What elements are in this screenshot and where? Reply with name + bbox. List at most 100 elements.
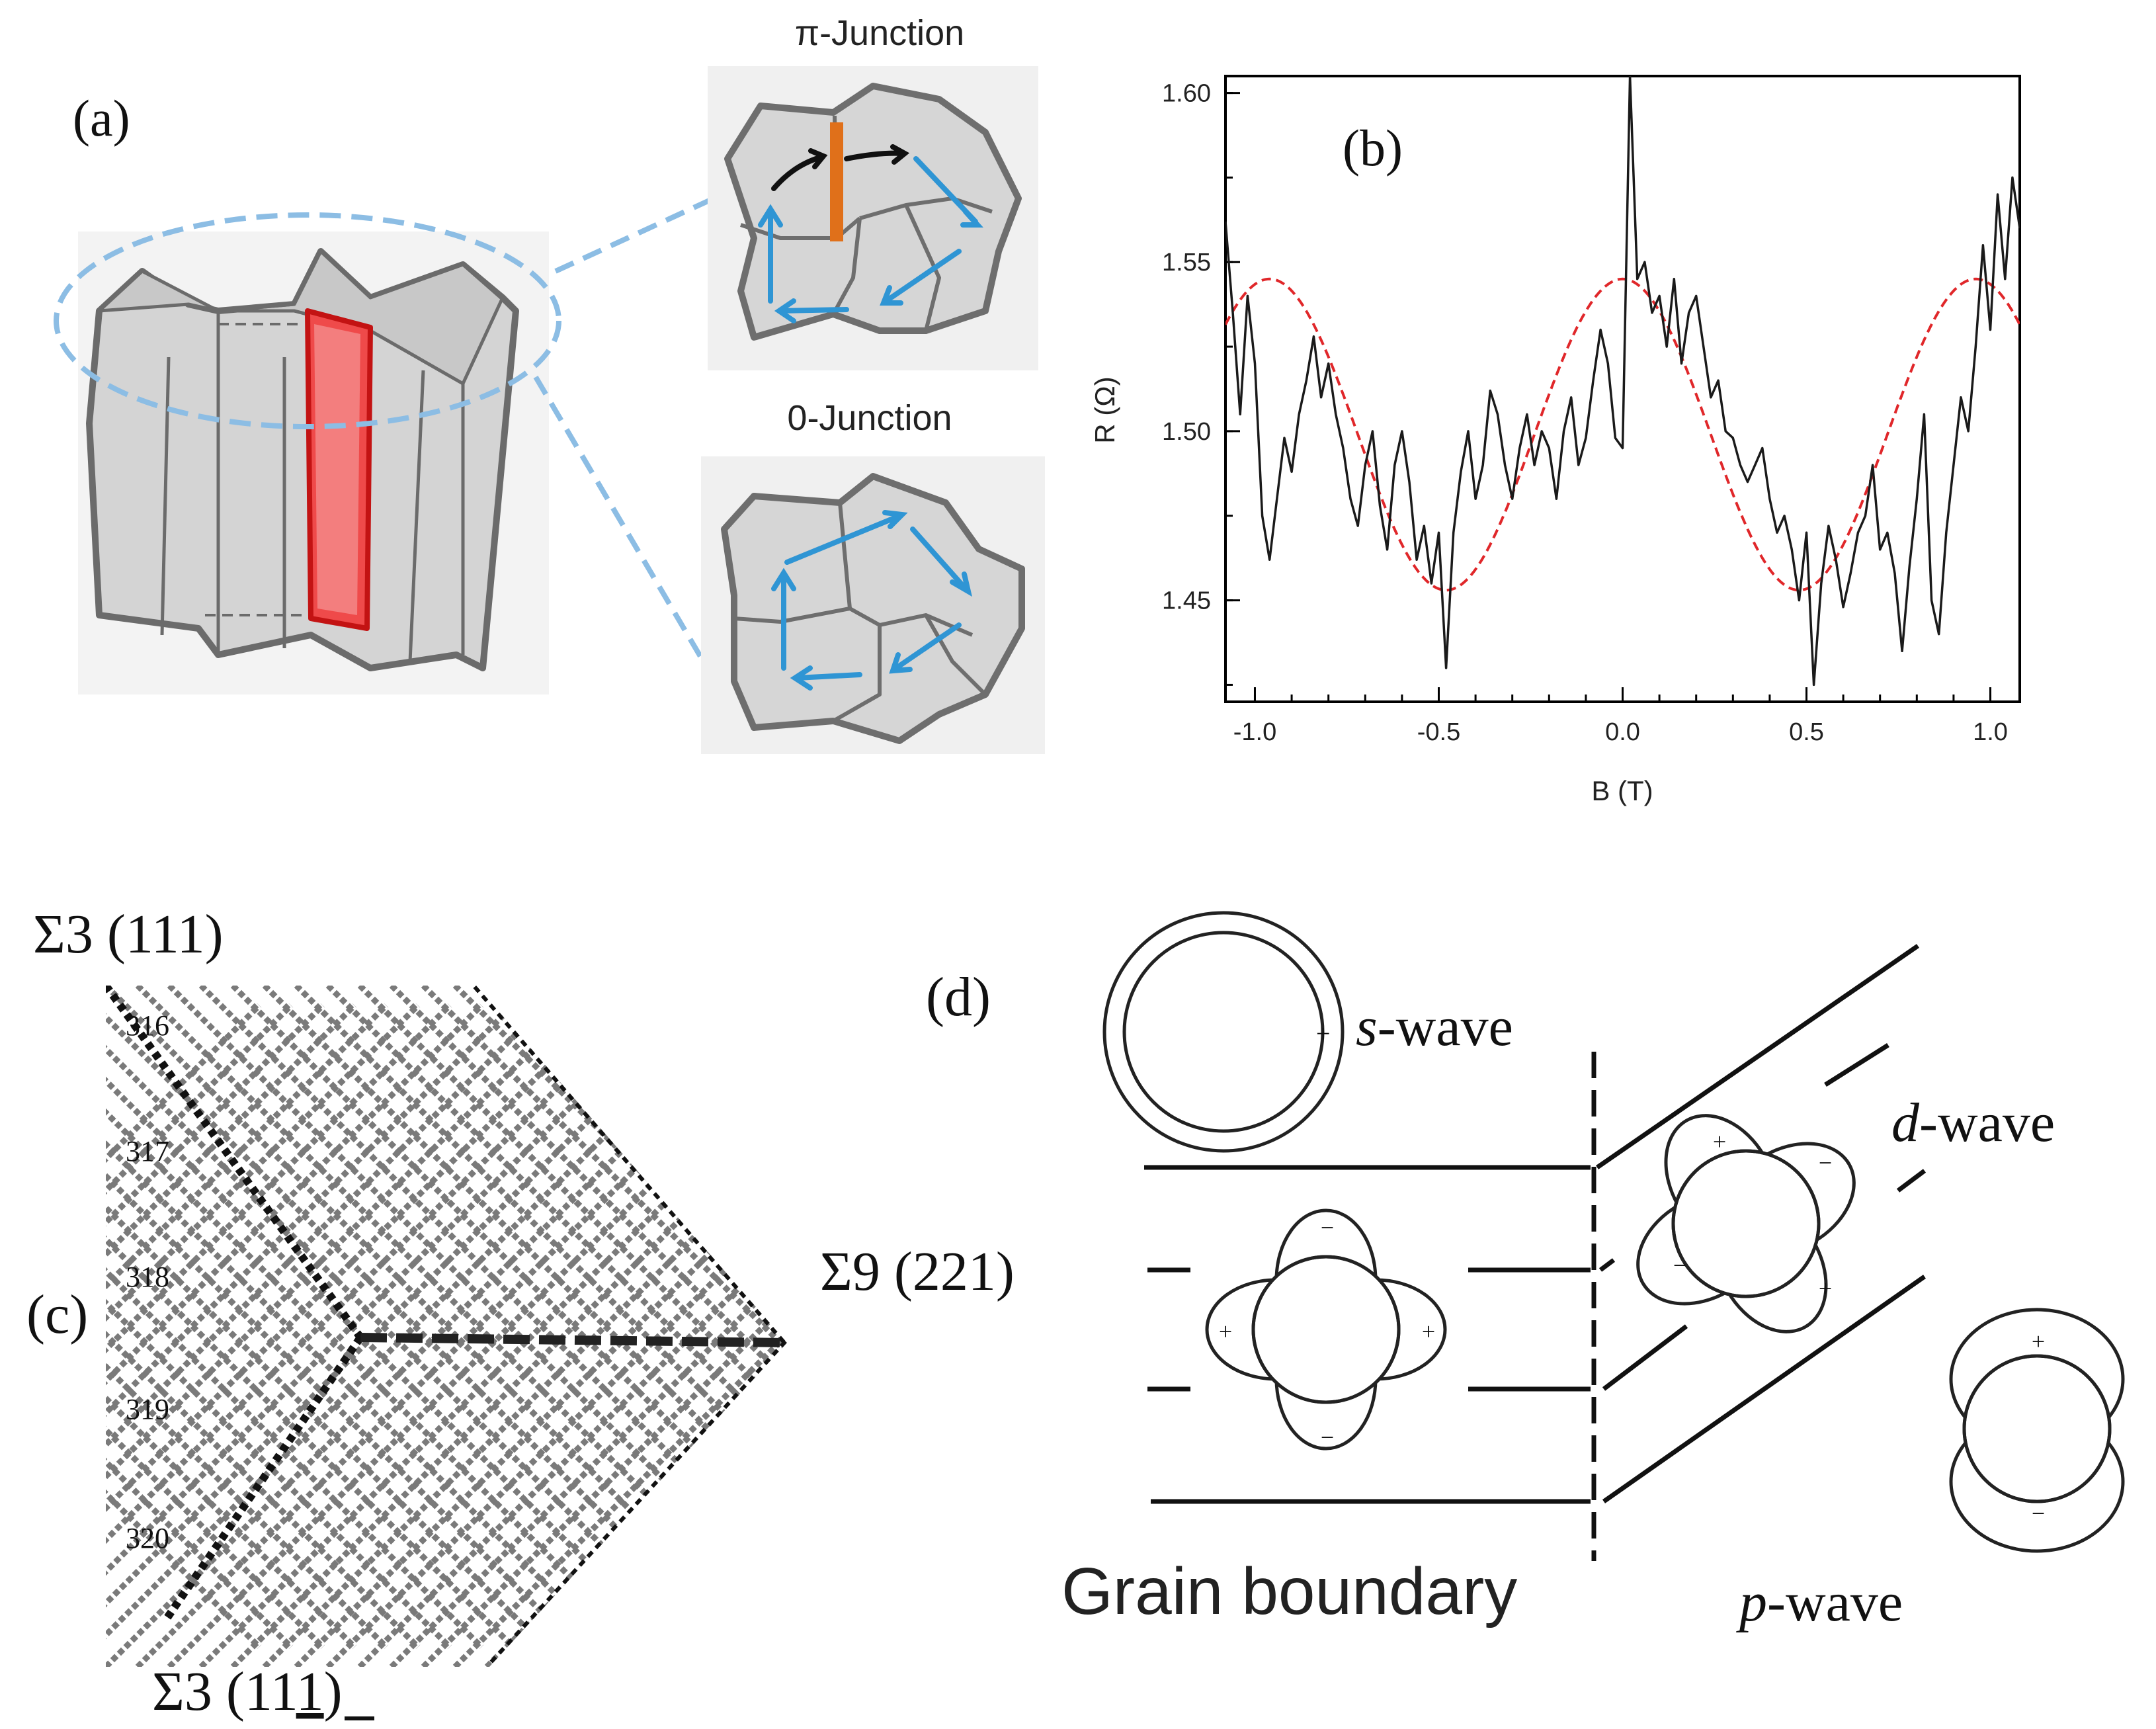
lattice-line-descending (421, 986, 787, 1650)
lattice-line-descending (106, 986, 516, 1650)
lattice-line-descending (325, 986, 787, 1650)
lattice-line-ascending (106, 1003, 548, 1667)
lattice-line-descending (579, 986, 787, 1650)
lattice-line-ascending (106, 1003, 675, 1667)
grain-boundary-geometry (1144, 944, 1927, 1561)
leader-line-top (554, 192, 722, 274)
row-number-317: 317 (126, 1135, 169, 1167)
d-wave-order-parameter-right (1636, 1114, 1856, 1333)
pi-junction-grains (724, 83, 1022, 341)
y-tick-label-1.60: 1.60 (1162, 80, 1211, 108)
row-number-320: 320 (126, 1522, 169, 1554)
lattice-line-descending (484, 986, 787, 1650)
zero-junction-title: 0-Junction (787, 398, 952, 438)
row-number-319: 319 (126, 1393, 169, 1425)
lattice-line-descending (106, 986, 611, 1650)
d-wave-right-plus-bottom: + (1819, 1275, 1832, 1302)
lattice-line-ascending (357, 1003, 787, 1667)
lattice-line-descending (516, 986, 787, 1650)
lattice-line-ascending (106, 1003, 294, 1667)
lattice-line-descending (106, 986, 643, 1650)
y-tick-label-1.50: 1.50 (1162, 418, 1211, 446)
series-fit-curve (1225, 277, 2020, 592)
s-wave-plus: + (1316, 1020, 1330, 1048)
sigma9-boundary-line (360, 1333, 788, 1347)
sigma3-111-top-label: Σ3 (111) (33, 904, 224, 965)
lattice-line-descending (611, 986, 787, 1650)
twin-boundary-upper (106, 986, 364, 1340)
lattice-line-descending (106, 986, 325, 1650)
lattice-line-descending (106, 986, 548, 1650)
d-wave-left-plus-right: + (1422, 1318, 1435, 1345)
lattice-line-descending (106, 986, 579, 1650)
d-wave-left-minus-bottom: − (1321, 1424, 1334, 1451)
panel-d: (d) + s-wave (926, 911, 2125, 1633)
grain-edge-top (473, 986, 787, 1345)
lattice-line-ascending (106, 1003, 262, 1667)
twin-boundary-lower (162, 1335, 364, 1623)
lattice-line-ascending (389, 1003, 787, 1667)
lattice-line-ascending (106, 1003, 516, 1667)
lattice-line-ascending (106, 1003, 325, 1667)
lattice-line-descending (106, 986, 706, 1650)
p-wave-label: p-wave (1736, 1572, 1903, 1633)
d-wave-left-minus-top: − (1321, 1214, 1334, 1241)
s-wave-order-parameter (1102, 911, 1345, 1153)
lattice-line-descending (106, 986, 452, 1650)
lattice-line-descending (262, 986, 787, 1650)
panel-c-label: (c) (26, 1284, 88, 1345)
lattice-line-ascending (106, 1003, 389, 1667)
pi-junction-title: π-Junction (795, 13, 964, 53)
p-wave-minus: − (2032, 1500, 2045, 1527)
x-tick-label-0.5: 0.5 (1789, 718, 1824, 746)
lattice-line-descending (675, 986, 787, 1650)
sigma3-11-1bar-label: Σ3 (111) (152, 1661, 343, 1722)
zero-junction-arrows (771, 510, 972, 691)
lattice-line-descending (548, 986, 787, 1650)
y-tick-label-1.45: 1.45 (1162, 587, 1211, 615)
row-number-318: 318 (126, 1261, 169, 1293)
pi-junction-arrows (758, 144, 983, 323)
x-tick-label--1.0: -1.0 (1233, 718, 1276, 746)
lattice-line-descending (106, 986, 484, 1650)
d-wave-order-parameter-left (1205, 1208, 1447, 1451)
lattice-line-ascending (106, 1003, 452, 1667)
y-axis-label: R (Ω) (1089, 376, 1120, 443)
pi-junction-marker (830, 122, 843, 241)
leader-line-bottom (533, 375, 724, 693)
lattice-line-descending (106, 986, 421, 1650)
row-numbers: 316 317 318 319 320 (126, 1009, 169, 1554)
lattice-line-ascending (106, 1003, 611, 1667)
row-number-316: 316 (126, 1009, 169, 1042)
plot-ticks (1225, 92, 1992, 702)
sigma9-221-label: Σ9 (221) (820, 1241, 1015, 1302)
lattice-line-descending (106, 986, 262, 1650)
s-wave-label: s-wave (1356, 996, 1513, 1058)
selection-ellipse (54, 212, 561, 429)
columnar-grain-crystal (86, 248, 519, 671)
series-resistance-data (1225, 76, 2020, 687)
plot-frame (1224, 75, 2021, 703)
lattice-line-descending (106, 986, 357, 1650)
lattice-line-descending (106, 986, 294, 1650)
d-wave-right-plus-top: + (1713, 1128, 1726, 1155)
panel-a: (a) π-Junction (54, 13, 1045, 754)
lattice-line-ascending (106, 1003, 579, 1667)
lattice-line-ascending (106, 1003, 643, 1667)
p-wave-order-parameter (1949, 1308, 2125, 1553)
d-wave-right-minus-bottom: − (1673, 1252, 1686, 1279)
lattice-line-ascending (106, 1003, 357, 1667)
lattice-line-ascending (106, 1003, 421, 1667)
panel-d-label: (d) (926, 966, 991, 1028)
lattice-line-ascending (325, 1003, 787, 1667)
x-axis-label: B (T) (1591, 775, 1653, 806)
lattice-line-descending (106, 986, 389, 1650)
d-wave-right-minus-top: − (1819, 1150, 1832, 1176)
p-wave-plus: + (2032, 1328, 2045, 1355)
x-tick-label--0.5: -0.5 (1417, 718, 1460, 746)
lattice-line-descending (230, 986, 787, 1650)
